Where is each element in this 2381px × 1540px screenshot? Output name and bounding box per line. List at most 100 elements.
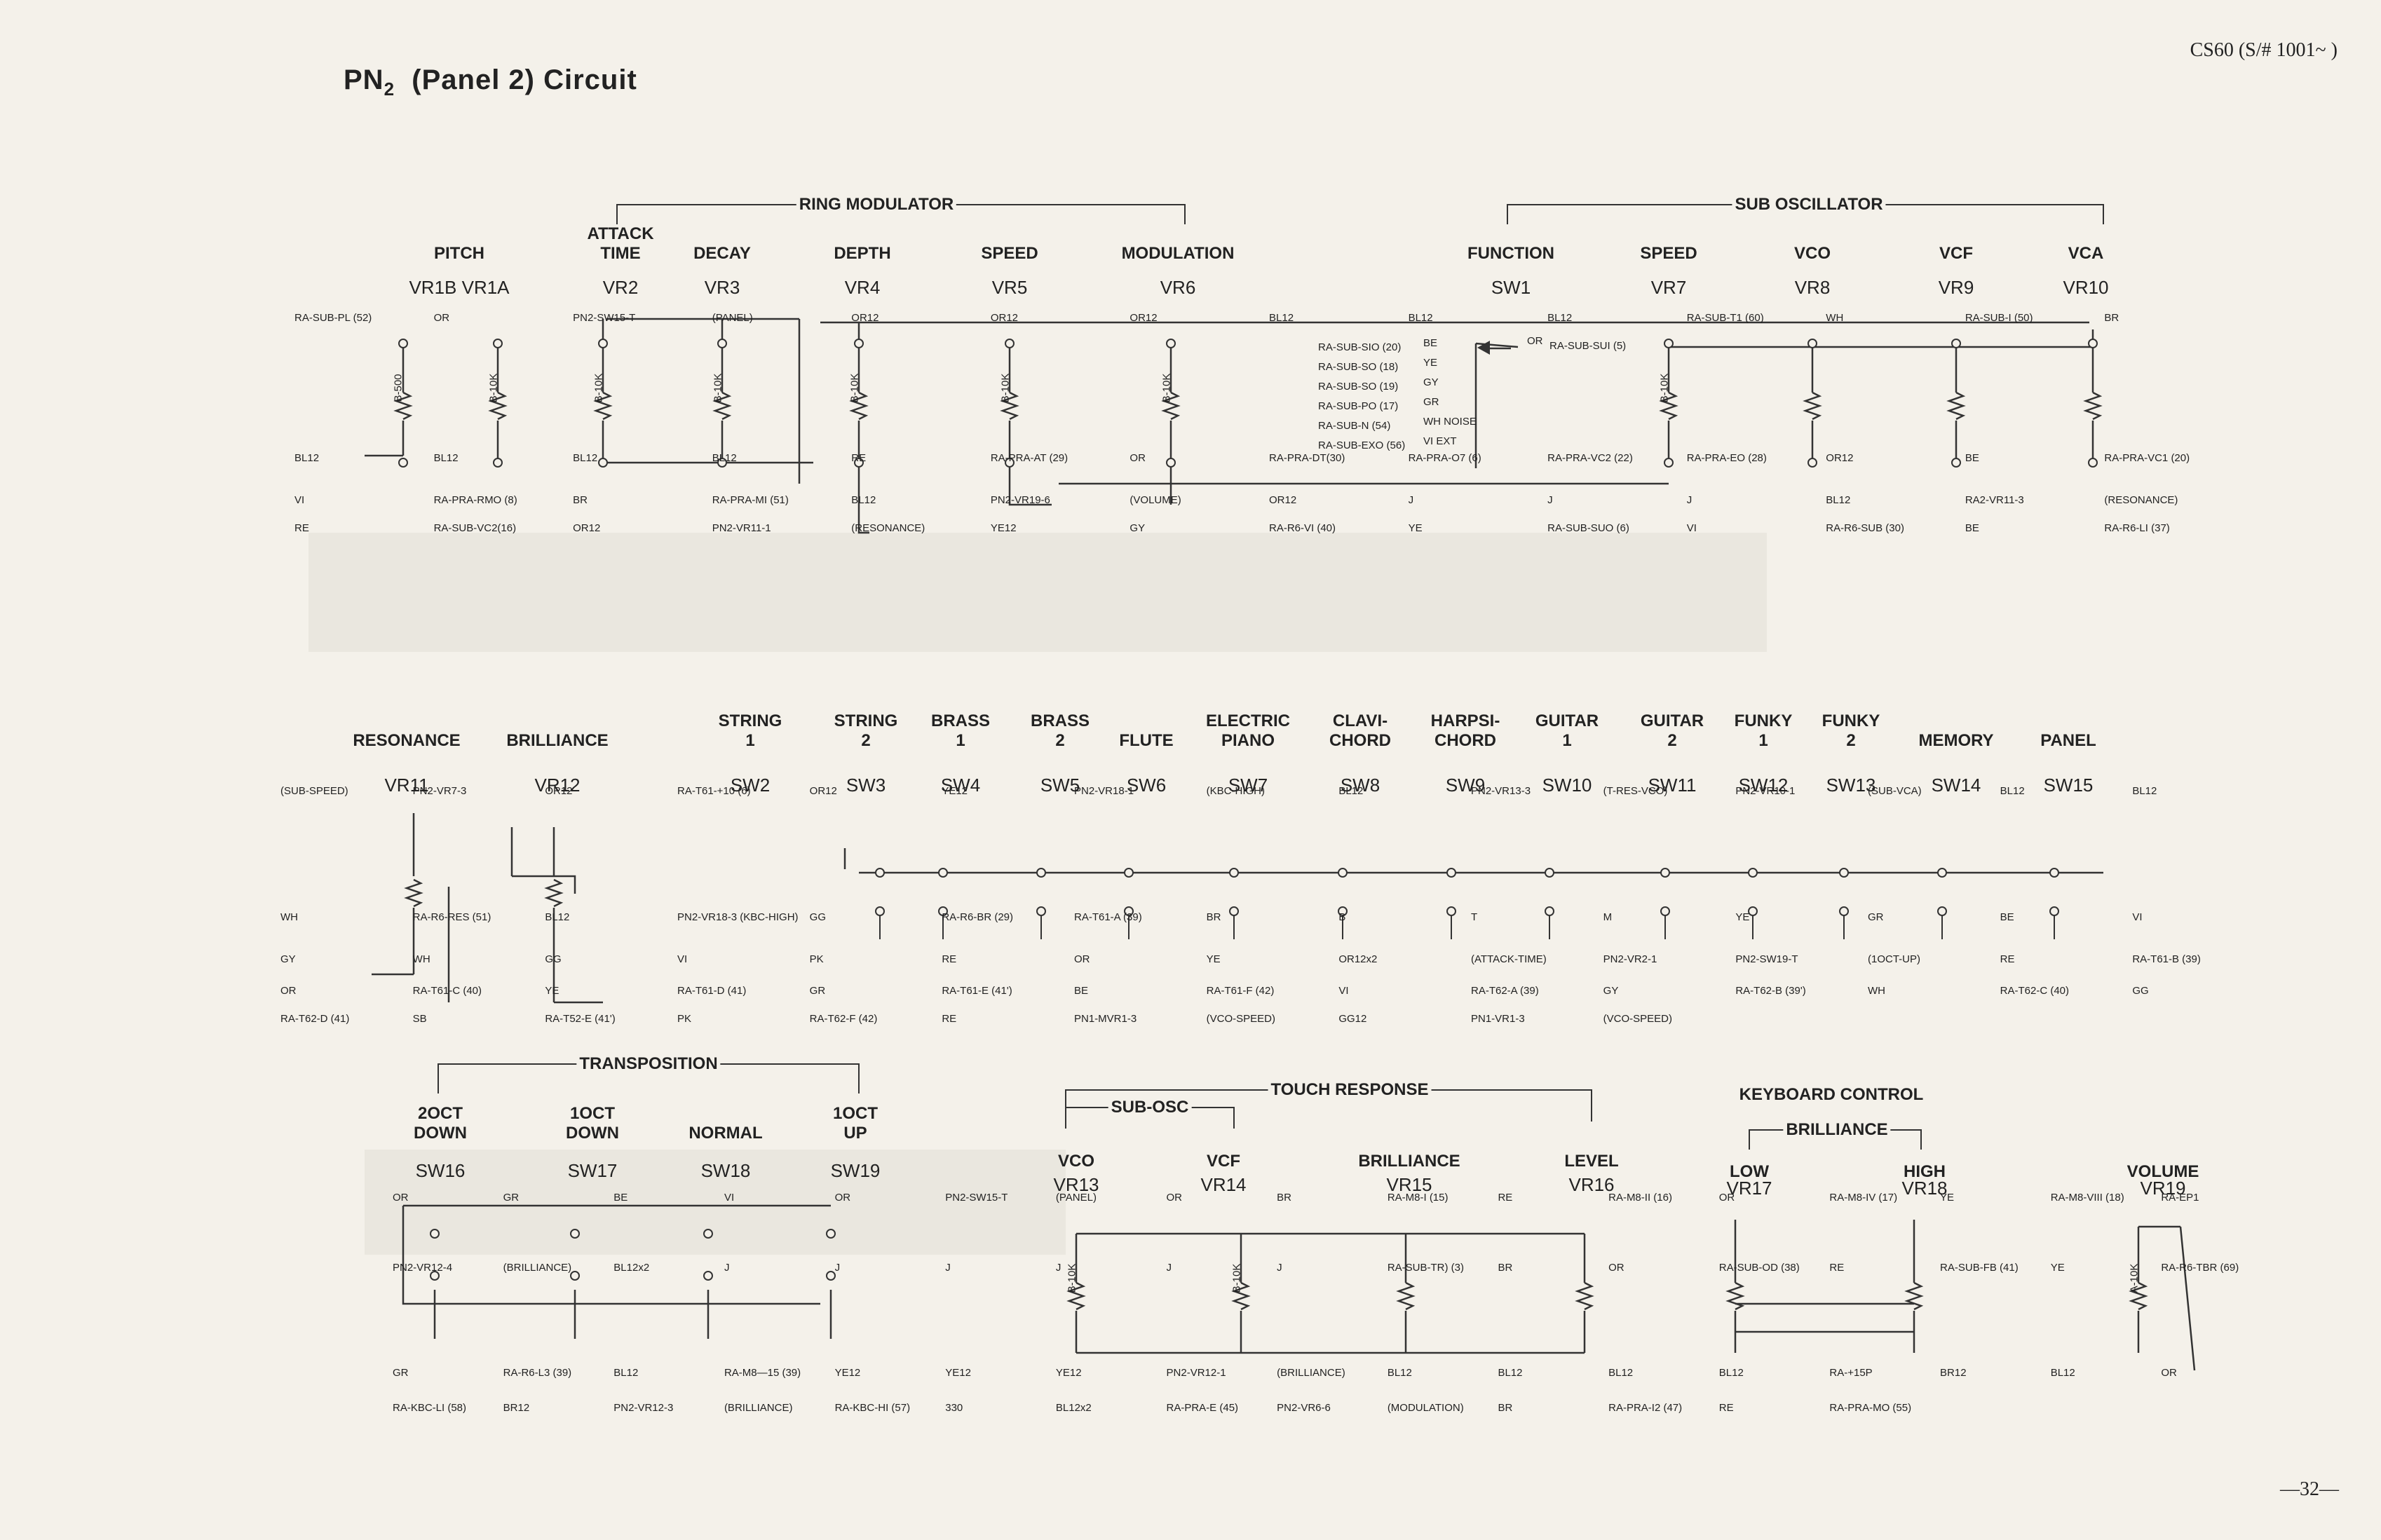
resistor-value: B-10K [712,373,724,403]
switch-contact [1124,906,1134,916]
transposition-contact [570,1271,580,1281]
terminal-node [1664,458,1674,468]
component-label-line: LEVEL [1564,1152,1619,1171]
switch-contact [1660,906,1670,916]
wire-label-row2: GR [809,985,826,997]
switch-contact [875,906,885,916]
function-switch-wires [1474,342,1519,468]
switch-contact [938,906,948,916]
terminal-node [398,458,408,468]
terminal-node [2088,458,2098,468]
wire-label-row2: GG12 [1338,1013,1367,1025]
attack-resistor [593,391,613,421]
wire-label-row1: (VOLUME) [1130,494,1181,506]
component-ref-vr5: VR5 [991,277,1028,298]
component-label-line: MEMORY [1918,731,1994,750]
terminal-node [854,458,864,468]
page-number: —32— [2280,1478,2339,1500]
component-label-vr7: SPEED [1640,244,1697,264]
component-ref-sw18: SW18 [700,1160,751,1181]
transposition-wires [402,1204,832,1339]
vr12-resistor [544,878,564,908]
wire-label-row1: BL12 [573,452,598,464]
terminal-node [398,339,408,348]
wire-label-row2: YE [545,985,559,997]
switch-contact [1229,868,1239,878]
transposition-contact [703,1229,713,1239]
wire-label-row2: PN2-SW19-T [1735,953,1798,965]
pitch-resistor-a [488,391,508,421]
wire-label-row3: BL12 [1498,1367,1523,1379]
wire-label-row2: PK [809,953,824,965]
wire-label-row2: BE [1074,985,1089,997]
wire-label-row2: RE [942,1013,957,1025]
component-ref-sw17: SW17 [567,1160,618,1181]
wire-label-row3: BL12x2 [1055,1402,1092,1414]
wire-label-row1: BL12 [851,494,876,506]
wire-label-row2: PN1-VR1-3 [1471,1013,1525,1025]
wire-label-row1: (RESONANCE) [851,522,925,534]
wire-label-row2: PN2-VR2-1 [1603,953,1657,965]
wire-label-row3: RE [1829,1262,1845,1274]
wire-label-row1: RA-SUB-VC2(16) [433,522,517,534]
wire-label-row3: OR [1166,1192,1183,1204]
transposition-contact [430,1271,440,1281]
wire-label-row3: (PANEL) [1055,1192,1097,1204]
resistor-value: B-10K [848,373,861,403]
component-label-line: 2 [1667,731,1677,750]
wire-label-row1: BR [2104,312,2119,324]
component-ref-sw4: SW4 [940,775,981,796]
wire-label-row3: BE [613,1192,628,1204]
wire-label-row3: (BRILLIANCE) [724,1402,793,1414]
component-label-line: BRASS [930,711,991,730]
component-label-line: NORMAL [688,1124,763,1143]
component-label-sw9: HARPSI-CHORD [1431,711,1500,751]
component-label-line: VCO [1793,244,1831,263]
terminal-node [1664,339,1674,348]
wire-label-row1: RA-SUB-PL (52) [294,312,372,324]
switch-contact [1124,868,1134,878]
component-label-line: TIME [600,244,641,263]
wire-label-row1: BL12 [1547,312,1573,324]
wire-label-row1: RA-PRA-MI (51) [712,494,789,506]
component-ref-vr8: VR8 [1794,277,1831,298]
wire-label-row1: BL12 [1408,312,1433,324]
wire-label-row2: SB [412,1013,427,1025]
component-label-vr4: DEPTH [834,244,890,264]
resistor-value: B-10K [1160,373,1173,403]
component-ref-vr7: VR7 [1650,277,1687,298]
function-switch-arrow [1477,341,1490,355]
component-label-vr6: MODULATION [1122,244,1235,264]
wire-label-row1: OR12 [990,312,1019,324]
component-ref-sw10: SW10 [1542,775,1592,796]
function-switch-wire: YE [1423,357,1438,369]
component-label-line: RESONANCE [353,731,461,750]
wire-label-row2: YE [1206,953,1221,965]
wire-label-row2: (VCO-SPEED) [1603,1013,1672,1025]
wire-label-row1: OR12 [1826,452,1854,464]
tone-select-drops [879,911,2055,939]
wire-label-row1: RA-SUB-I (50) [1965,312,2033,324]
wire-label-row2: BL12 [545,911,570,923]
wire-label-row2: RA-T52-E (41') [545,1013,616,1025]
vr19-resistor [2129,1281,2148,1311]
wire-label-row1: OR12 [1269,494,1297,506]
wire-label-row1: J [1686,494,1693,506]
wire-label-row2: (ATTACK-TIME) [1471,953,1547,965]
component-label-line: CHORD [1434,731,1496,750]
wire-label-row2: RA-T61-+10 (6) [677,785,751,797]
component-ref-sw13: SW13 [1826,775,1876,796]
wire-label-row1: RA-R6-LI (37) [2104,522,2170,534]
function-switch-input: RA-SUB-N (54) [1318,420,1391,432]
wire-label-row3: RA-PRA-E (45) [1166,1402,1239,1414]
wire-label-row2: GY [280,953,296,965]
wire-label-row2: WH [1868,985,1885,997]
wire-label-row2: M [1603,911,1613,923]
wire-label-row3: OR [1718,1192,1735,1204]
wire-label-row3: PN2-SW15-T [945,1192,1008,1204]
